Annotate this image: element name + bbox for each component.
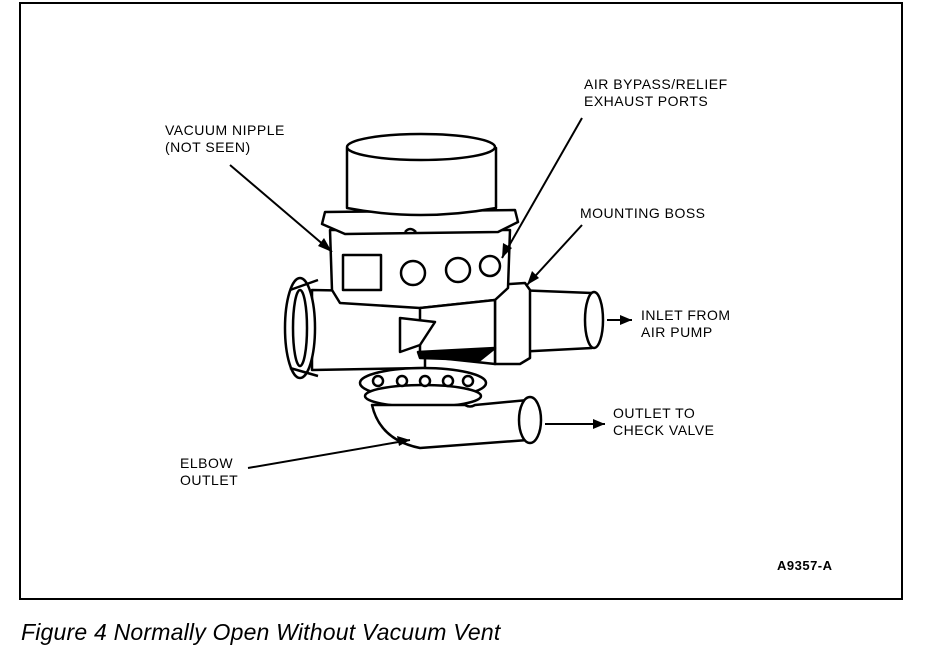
figure-frame <box>19 2 903 600</box>
arrowheads <box>318 238 632 446</box>
vacuum-nipple-label: VACUUM NIPPLE (NOT SEEN) <box>165 122 285 155</box>
elbow-outlet-label: ELBOW OUTLET <box>180 455 239 488</box>
exhaust-port-1 <box>399 259 427 287</box>
leader-lines <box>229 117 632 469</box>
diaphragm-cap <box>345 132 498 217</box>
figure-caption: Figure 4 Normally Open Without Vacuum Ve… <box>21 619 501 645</box>
lower-body <box>398 298 497 366</box>
outlet-label: OUTLET TO CHECK VALVE <box>613 405 715 438</box>
exhaust-port-2 <box>444 256 472 284</box>
elbow-outlet <box>370 395 543 450</box>
exhaust-port-3 <box>478 254 502 278</box>
air-bypass-label: AIR BYPASS/RELIEF EXHAUST PORTS <box>584 76 728 109</box>
elbow-flange <box>358 366 488 409</box>
figure-code: A9357-A <box>777 558 833 573</box>
inlet-pipe <box>513 288 605 354</box>
valve-body <box>328 228 512 310</box>
flange <box>320 208 520 236</box>
inlet-label: INLET FROM AIR PUMP <box>641 307 731 340</box>
mounting-boss-label: MOUNTING BOSS <box>580 205 706 221</box>
left-pipe <box>283 276 427 380</box>
